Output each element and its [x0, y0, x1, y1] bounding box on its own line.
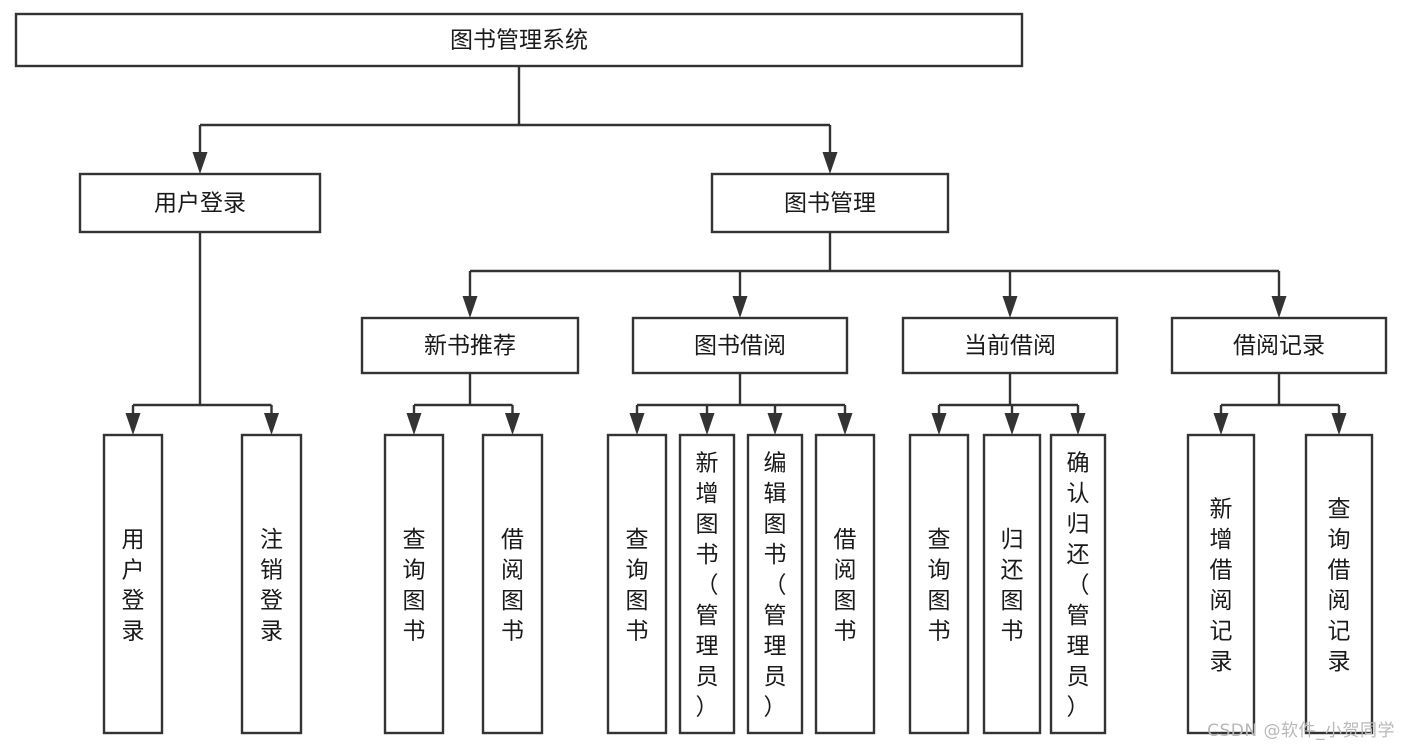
node-box	[982, 433, 1042, 735]
arrow-head-leaf_confirm_return	[1070, 413, 1086, 435]
node-box	[631, 316, 849, 375]
node-box	[481, 433, 544, 735]
node-leaf-add-book[interactable]: 新增图书（管理员）	[678, 433, 736, 735]
node-leaf-query-book-3[interactable]: 查询图书	[908, 433, 970, 735]
node-new-book-rec[interactable]: 新书推荐	[360, 316, 580, 375]
node-box	[78, 172, 322, 234]
arrow-head-new_book_rec	[462, 296, 478, 318]
node-label: 借阅图书	[834, 527, 857, 645]
node-leaf-return-book[interactable]: 归还图书	[982, 433, 1042, 735]
node-leaf-query-book-1[interactable]: 查询图书	[383, 433, 445, 735]
arrow-head-leaf_logout	[264, 413, 279, 435]
node-box	[383, 433, 445, 735]
node-box	[1049, 433, 1107, 735]
arrow-head-leaf_edit_book	[767, 413, 783, 435]
node-leaf-add-record[interactable]: 新增借阅记录	[1186, 433, 1256, 735]
node-label: 当前借阅	[964, 333, 1056, 359]
node-label: 新书推荐	[424, 333, 516, 359]
node-label: 查询图书	[626, 527, 649, 645]
node-borrow-record[interactable]: 借阅记录	[1170, 316, 1388, 375]
node-box	[1304, 433, 1374, 735]
node-leaf-borrow-book-2[interactable]: 借阅图书	[814, 433, 876, 735]
node-box	[1170, 316, 1388, 375]
node-box	[746, 433, 804, 735]
node-leaf-query-book-2[interactable]: 查询图书	[606, 433, 668, 735]
arrow-head-leaf_query_book_2	[629, 413, 645, 435]
node-label: 编辑图书（管理员）	[764, 451, 787, 721]
node-label: 新增借阅记录	[1210, 496, 1233, 675]
node-label: 注销登录	[260, 527, 283, 645]
node-label: 确认归还（管理员）	[1067, 451, 1090, 721]
node-label: 查询图书	[403, 527, 426, 645]
arrow-head-leaf_query_book_3	[931, 413, 947, 435]
node-box	[814, 433, 876, 735]
node-box	[360, 316, 580, 375]
node-label: 用户登录	[122, 527, 145, 645]
arrow-head-user_login	[192, 152, 208, 174]
node-leaf-user-login[interactable]: 用户登录	[102, 433, 164, 735]
node-label: 借阅图书	[501, 527, 524, 645]
node-box	[606, 433, 668, 735]
node-box	[1186, 433, 1256, 735]
node-book-borrow[interactable]: 图书借阅	[631, 316, 849, 375]
node-box	[240, 433, 303, 735]
node-box	[14, 12, 1024, 68]
arrow-head-leaf_borrow_book_1	[505, 413, 520, 435]
nodes-layer: 图书管理系统用户登录图书管理新书推荐图书借阅当前借阅借阅记录用户登录注销登录查询…	[14, 12, 1388, 735]
arrow-head-book_manage	[822, 152, 838, 174]
arrow-head-leaf_user_login	[125, 413, 141, 435]
node-current-borrow[interactable]: 当前借阅	[901, 316, 1119, 375]
node-book-manage[interactable]: 图书管理	[710, 172, 950, 234]
node-label: 新增图书（管理员）	[696, 451, 719, 721]
arrow-head-leaf_add_record	[1213, 413, 1229, 435]
node-label: 图书管理系统	[450, 28, 588, 54]
node-box	[678, 433, 736, 735]
node-label: 借阅记录	[1233, 333, 1325, 359]
node-user-login[interactable]: 用户登录	[78, 172, 322, 234]
node-box	[901, 316, 1119, 375]
node-label: 图书管理	[784, 191, 876, 217]
arrow-head-leaf_query_record	[1331, 413, 1347, 435]
arrow-head-leaf_add_book	[699, 413, 715, 435]
arrow-head-leaf_query_book_1	[406, 413, 422, 435]
node-leaf-query-record[interactable]: 查询借阅记录	[1304, 433, 1374, 735]
node-leaf-confirm-return[interactable]: 确认归还（管理员）	[1049, 433, 1107, 735]
node-label: 归还图书	[1001, 527, 1024, 645]
node-leaf-borrow-book-1[interactable]: 借阅图书	[481, 433, 544, 735]
node-label: 用户登录	[154, 191, 246, 217]
edges-layer	[125, 66, 1347, 435]
node-label: 图书借阅	[694, 333, 786, 359]
arrow-head-borrow_record	[1271, 296, 1287, 318]
node-label: 查询图书	[928, 527, 951, 645]
node-box	[710, 172, 950, 234]
arrow-head-leaf_borrow_book_2	[837, 413, 853, 435]
arrow-head-book_borrow	[732, 296, 748, 318]
arrow-head-current_borrow	[1002, 296, 1018, 318]
node-leaf-edit-book[interactable]: 编辑图书（管理员）	[746, 433, 804, 735]
node-root[interactable]: 图书管理系统	[14, 12, 1024, 68]
node-box	[908, 433, 970, 735]
node-label: 查询借阅记录	[1328, 496, 1351, 675]
node-leaf-logout[interactable]: 注销登录	[240, 433, 303, 735]
arrow-head-leaf_return_book	[1004, 413, 1020, 435]
node-box	[102, 433, 164, 735]
